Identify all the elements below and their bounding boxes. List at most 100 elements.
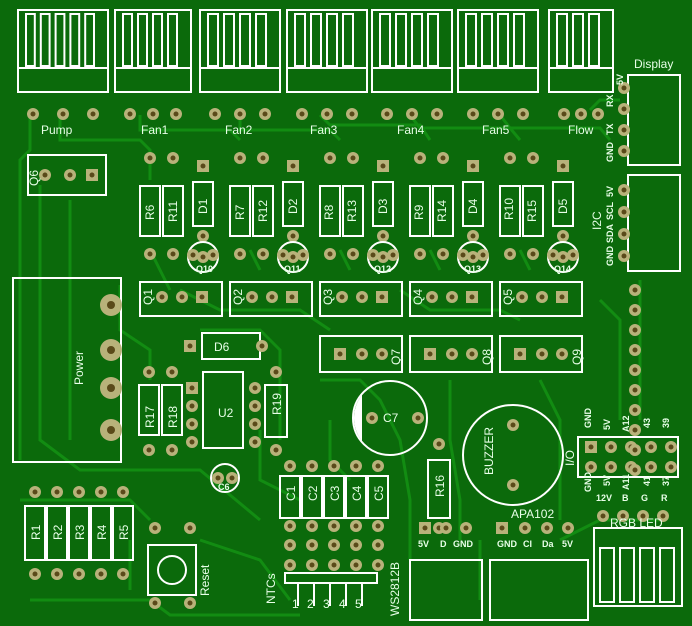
label-fan1: Fan1 xyxy=(141,123,169,137)
resistor-a-4-bot-hole xyxy=(507,251,513,257)
resistor-bottom-4 xyxy=(90,505,112,561)
apa-pin-5v: 5V xyxy=(562,539,574,549)
label-d1: D1 xyxy=(196,198,210,214)
label-q7: Q7 xyxy=(389,348,403,365)
small-transistor-3-p3-hole xyxy=(480,252,486,258)
mosfet-low-0 xyxy=(319,335,403,373)
label-c5: C5 xyxy=(372,485,386,501)
resistor-b-4-top-hole xyxy=(530,155,536,161)
resistor-b-1-top-hole xyxy=(260,155,266,161)
resistor-b-1-bot-hole xyxy=(260,251,266,257)
ic-u2 xyxy=(202,371,244,449)
connector-fan4-p2-hole xyxy=(409,111,415,117)
label-q13: Q13 xyxy=(464,264,482,274)
resistor-a-3-bot-hole xyxy=(417,251,423,257)
label-r16: R16 xyxy=(433,474,447,497)
ws-pin-1-hole xyxy=(443,525,449,531)
cap-5-top-hole xyxy=(375,463,381,469)
label-d4: D4 xyxy=(466,198,480,214)
side-header-6-hole xyxy=(632,407,638,413)
resistor-r18 xyxy=(161,384,183,436)
label-r1: R1 xyxy=(29,524,43,540)
label-c4: C4 xyxy=(350,485,364,501)
rgb-pin-r: R xyxy=(661,493,668,503)
cap-3 xyxy=(323,475,345,519)
label-reset: Reset xyxy=(198,564,212,596)
connector-pump-slot xyxy=(84,13,95,67)
u2-left-1-hole xyxy=(189,403,195,409)
label-q11: Q11 xyxy=(284,264,301,274)
mosfet-low-0-p3-hole xyxy=(379,351,385,357)
label-r11: R11 xyxy=(166,200,180,222)
label-q10: Q10 xyxy=(196,264,214,274)
label-r3: R3 xyxy=(73,524,87,540)
io-bot-5v: 5V xyxy=(602,474,612,486)
resistor-a-0 xyxy=(139,185,161,237)
resistor-a-4 xyxy=(499,185,521,237)
display-pin-2-hole xyxy=(621,127,627,133)
resistor-bottom-2 xyxy=(46,505,68,561)
power-pin-1-hole xyxy=(107,346,115,354)
resistor-r16 xyxy=(427,459,451,519)
side-header-5-hole xyxy=(632,387,638,393)
cap-c7 xyxy=(352,380,428,456)
small-transistor-4-p2-hole xyxy=(560,254,566,260)
diode-2-top-hole xyxy=(380,163,386,169)
side-header-4-hole xyxy=(632,367,638,373)
connector-fan3-slot xyxy=(310,13,322,67)
d6-p2-hole xyxy=(259,343,265,349)
label-io: I/O xyxy=(563,449,577,466)
io-bot-41: 41 xyxy=(642,475,652,486)
diode-0 xyxy=(192,181,214,227)
connector-fan2-slot xyxy=(223,13,235,67)
display-pin-rx: RX xyxy=(605,94,615,107)
ws-pin-2-hole xyxy=(463,525,469,531)
r18-top-hole xyxy=(169,369,175,375)
label-c6: C6 xyxy=(218,482,230,492)
small-transistor-0-p3-hole xyxy=(210,252,216,258)
ntc-2: 2 xyxy=(307,597,314,611)
resistor-bottom-4-top-hole xyxy=(98,489,104,495)
power-pin-3-hole xyxy=(107,426,115,434)
label-ws2812b: WS2812B xyxy=(388,561,402,616)
label-c7: C7 xyxy=(383,411,399,425)
ws-pin-0-hole xyxy=(422,525,428,531)
connector-flow-slot xyxy=(588,13,600,67)
cap-5-bot-hole xyxy=(375,523,381,529)
mosfet-1-p1-hole xyxy=(249,294,255,300)
small-transistor-3-p2-hole xyxy=(470,254,476,260)
diode-4-top-hole xyxy=(560,163,566,169)
resistor-a-2-bot-hole xyxy=(327,251,333,257)
side-header-7-hole xyxy=(632,427,638,433)
connector-pump-p3-hole xyxy=(90,111,96,117)
mosfet-0 xyxy=(139,281,223,317)
mosfet-2-p2-hole xyxy=(359,294,365,300)
connector-fan1 xyxy=(114,9,192,93)
label-rgb-led: RGB LED xyxy=(610,516,663,530)
label-buzzer: BUZZER xyxy=(482,427,496,475)
reset-button xyxy=(147,544,197,596)
ntc-grid-a-0-hole xyxy=(287,542,293,548)
reset-button-cap xyxy=(157,555,187,585)
label-r8: R8 xyxy=(322,204,336,220)
i2c-pin-gnd: GND xyxy=(605,246,615,266)
mosfet-low-1-p3-hole xyxy=(469,351,475,357)
mosfet-0-p1-hole xyxy=(159,294,165,300)
diode-4-bot-hole xyxy=(560,233,566,239)
connector-pump-slot xyxy=(39,13,51,67)
resistor-b-4-bot-hole xyxy=(530,251,536,257)
connector-fan3-slot xyxy=(294,13,306,67)
label-r10: R10 xyxy=(502,197,516,220)
mosfet-4-p2-hole xyxy=(539,294,545,300)
u2-left-3-hole xyxy=(189,439,195,445)
label-q1: Q1 xyxy=(141,288,155,305)
connector-fan3-p1-hole xyxy=(299,111,305,117)
display-pin-5v: 5V xyxy=(615,73,625,85)
r18-bot-hole xyxy=(169,447,175,453)
reset-p4-hole xyxy=(187,600,193,606)
label-fan2: Fan2 xyxy=(225,123,253,137)
resistor-r17 xyxy=(138,384,160,436)
connector-fan2 xyxy=(199,9,281,93)
resistor-a-3 xyxy=(409,185,431,237)
